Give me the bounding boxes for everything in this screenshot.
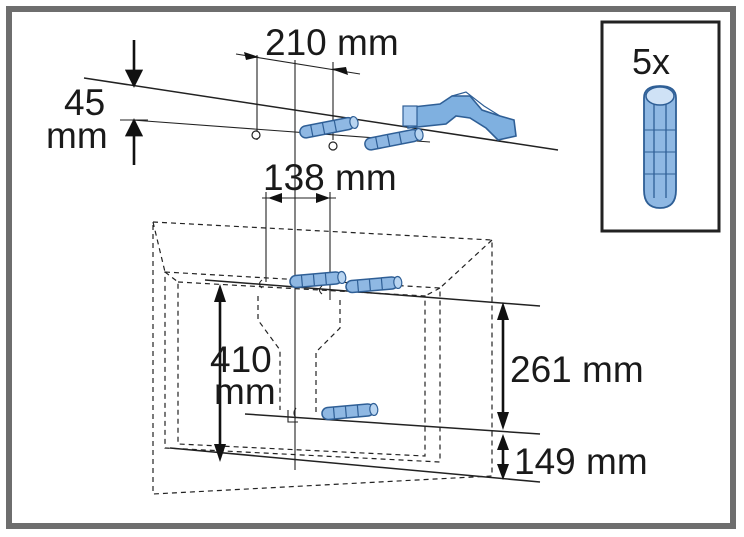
dim-149-arrow-bottom	[497, 464, 509, 480]
label-149: 149 mm	[514, 441, 648, 482]
label-210: 210 mm	[265, 22, 399, 63]
wall-plug-low-1	[321, 402, 379, 421]
dim-149-arrow-top	[497, 434, 509, 450]
label-138: 138 mm	[263, 157, 397, 198]
top-reference-line	[83, 77, 559, 151]
wall-plug-top-2	[364, 127, 424, 151]
mounting-bracket-icon	[402, 91, 517, 141]
wall-plug-top-1	[299, 115, 359, 139]
dim-261-arrow-top	[497, 302, 509, 320]
drill-hole-2	[328, 141, 338, 151]
drill-hole-1	[251, 130, 261, 140]
bottom-reference-line	[169, 447, 541, 483]
badge-count: 5x	[632, 41, 670, 82]
wall-plug-mid-2	[345, 275, 403, 294]
dim-261-arrow-bottom	[497, 412, 509, 430]
plug-count-badge: 5x	[600, 20, 721, 233]
label-410-value: 410	[210, 339, 272, 380]
drill-hole-low	[287, 410, 298, 423]
dim-410-arrow-bottom	[214, 444, 226, 462]
drill-hole-low-b	[293, 407, 297, 419]
dim-138-arrow-left	[268, 193, 282, 203]
dim-410-arrow-top	[214, 284, 226, 302]
lower-reference-line	[244, 413, 541, 435]
drill-hole-mid-1	[258, 279, 263, 289]
wall-plug-icon	[643, 85, 677, 209]
dim-210-arrow-right	[331, 67, 348, 75]
drill-hole-mid-2	[318, 285, 323, 295]
dim-210-arrow-left	[244, 52, 259, 60]
label-45-value: 45	[64, 82, 105, 123]
label-261: 261 mm	[510, 349, 644, 390]
top-mounting-row	[83, 40, 559, 470]
label-410-unit: mm	[214, 371, 276, 412]
label-45-unit: mm	[46, 115, 108, 156]
dim-138-arrow-right	[316, 193, 330, 203]
wall-plug-mid-1	[289, 270, 347, 289]
middle-reference-line	[204, 279, 541, 307]
